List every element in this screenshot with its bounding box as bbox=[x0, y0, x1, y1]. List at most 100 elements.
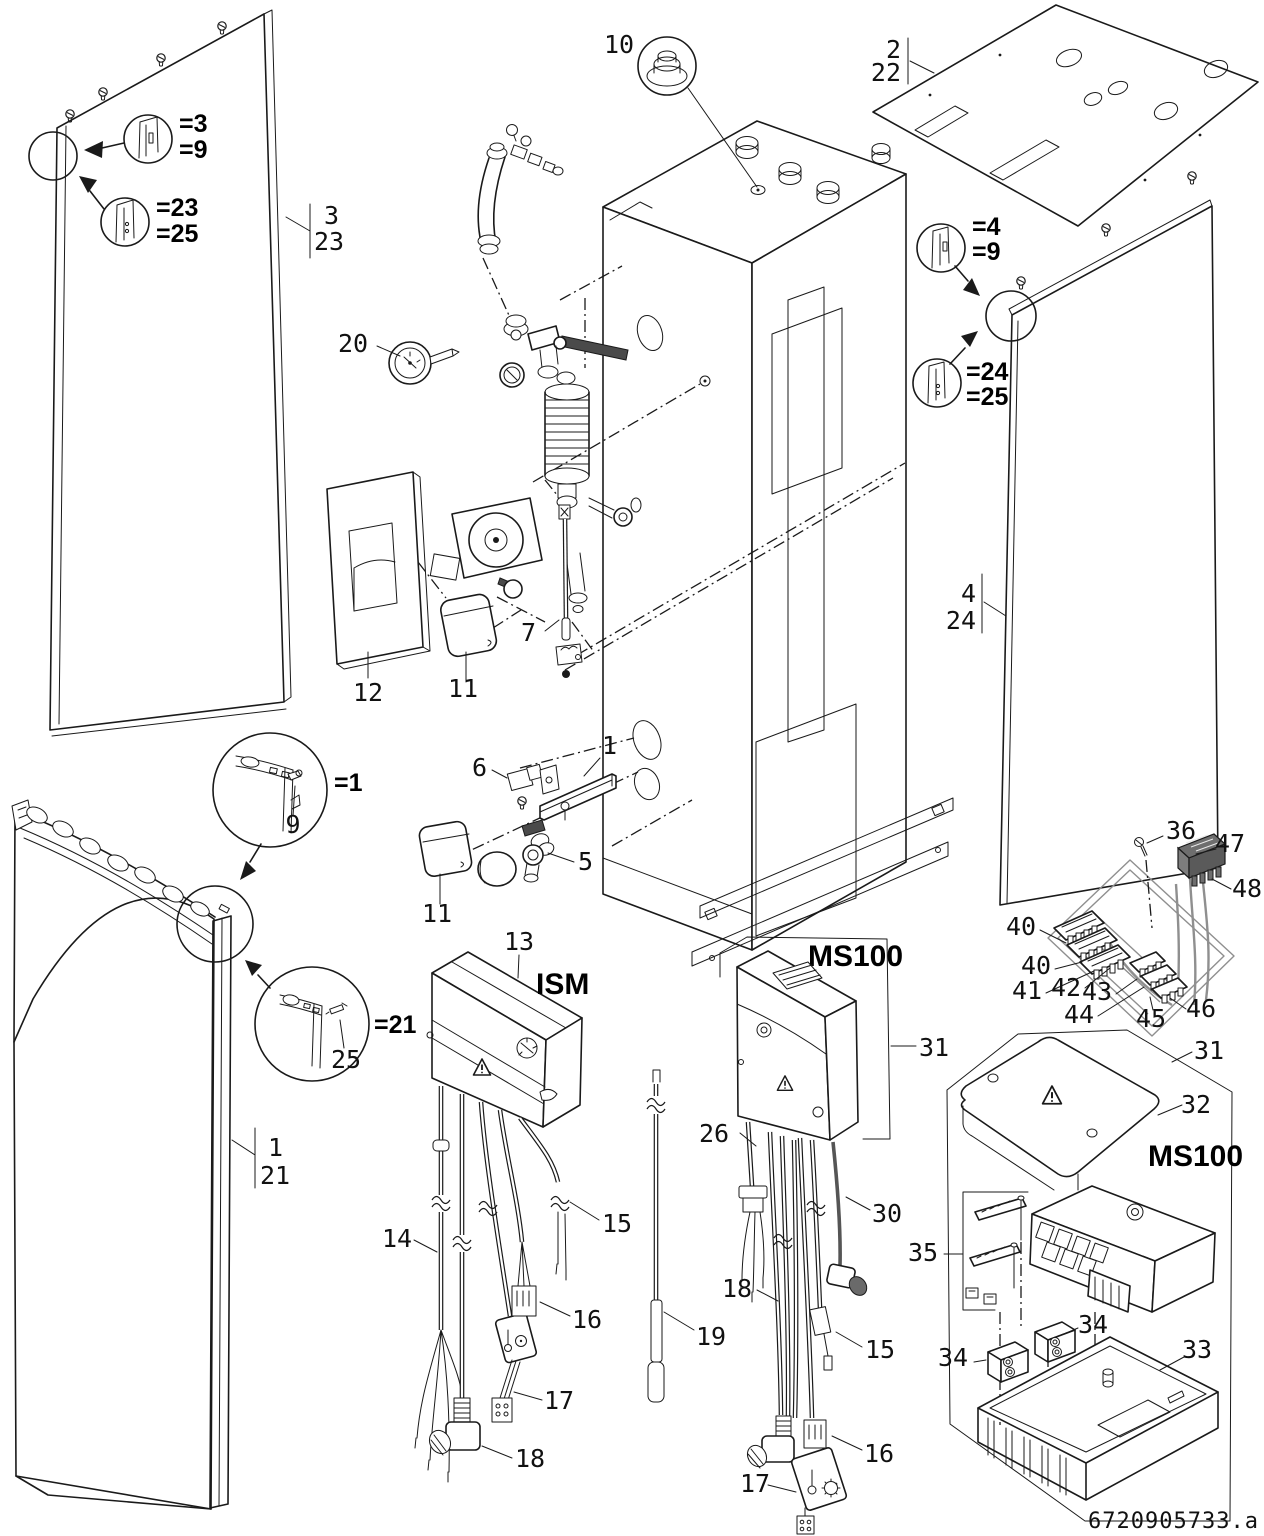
corner-detail-circle bbox=[28, 131, 78, 181]
part-label-10: 10 bbox=[604, 30, 634, 59]
part-label-17-ism: 17 bbox=[544, 1386, 574, 1415]
callout-label-eq3: =3 bbox=[179, 110, 208, 138]
part-label-21: 21 bbox=[260, 1161, 290, 1190]
ism-module: 13 ISM bbox=[426, 927, 589, 1128]
thermometer-gauge: 20 bbox=[338, 329, 460, 385]
part-label-18-ms100: 18 bbox=[722, 1274, 752, 1303]
part-label-34-lower: 34 bbox=[938, 1343, 968, 1372]
callout-front-corner-a: 9 =1 bbox=[212, 732, 363, 880]
main-unit-body bbox=[602, 120, 954, 967]
cable-tag bbox=[790, 1447, 848, 1511]
ms100-upper-assembly: MS100 31 bbox=[719, 936, 949, 1141]
part-label-32: 32 bbox=[1181, 1090, 1211, 1119]
part-label-23: 23 bbox=[314, 227, 344, 256]
part-label-3: 3 bbox=[324, 201, 339, 230]
right-side-panel bbox=[985, 171, 1219, 906]
ms100-lower-assembly: 31 32 MS100 35 bbox=[908, 1029, 1243, 1522]
arrow-icon bbox=[961, 331, 978, 347]
flow-switch-6: 6 bbox=[472, 753, 560, 810]
callout-label-eq9: =9 bbox=[179, 136, 208, 164]
part-label-40a: 40 bbox=[1006, 912, 1036, 941]
immersion-probe-19: 19 bbox=[646, 1069, 726, 1403]
bracket-outline-31 bbox=[946, 1029, 1233, 1522]
part-label-18-ism: 18 bbox=[515, 1444, 545, 1473]
left-side-panel bbox=[28, 9, 292, 737]
bracket-outline bbox=[719, 936, 891, 1140]
part-label-26: 26 bbox=[699, 1119, 729, 1148]
part-label-1: 1 bbox=[268, 1133, 283, 1162]
arrow-icon bbox=[240, 861, 256, 880]
callout-left-corner-a: =3 =9 bbox=[84, 110, 208, 164]
part-label-16-ms100: 16 bbox=[864, 1439, 894, 1468]
part-label-7: 7 bbox=[521, 618, 536, 647]
part-label-36: 36 bbox=[1166, 816, 1196, 845]
callout-label-eq25: =25 bbox=[156, 220, 199, 248]
arrow-icon bbox=[245, 960, 262, 976]
top-cover-panel bbox=[872, 4, 1259, 227]
pump-valve-group bbox=[429, 314, 642, 613]
callout-label-eq1: =1 bbox=[334, 769, 363, 797]
part-label-48: 48 bbox=[1232, 874, 1262, 903]
part-label-15-ism: 15 bbox=[602, 1209, 632, 1238]
temperature-sensor-7: 7 bbox=[521, 504, 583, 678]
arrow-icon bbox=[84, 141, 103, 158]
part-label-46: 46 bbox=[1186, 994, 1216, 1023]
part-label-11-lower: 11 bbox=[422, 899, 452, 928]
callout-left-corner-b: =23 =25 bbox=[79, 176, 199, 248]
part-label-9: 9 bbox=[285, 810, 300, 839]
part-label-42: 42 bbox=[1051, 973, 1081, 1002]
part-label-11-upper: 11 bbox=[448, 674, 478, 703]
part-label-41: 41 bbox=[1012, 976, 1042, 1005]
part-label-35: 35 bbox=[908, 1238, 938, 1267]
part-label-15-ms100: 15 bbox=[865, 1335, 895, 1364]
doc-number: 6720905733.a bbox=[1088, 1509, 1259, 1534]
corner-detail-circle bbox=[176, 885, 254, 963]
callout-front-corner-b: 25 =21 bbox=[245, 960, 417, 1082]
mounting-rail-1: 1 bbox=[539, 731, 617, 821]
callout-label-eq24: =24 bbox=[966, 358, 1009, 386]
actuator-motor-lower: 11 bbox=[418, 820, 473, 928]
part-label-40b: 40 bbox=[1021, 951, 1051, 980]
callout-right-corner-b: =24 =25 bbox=[912, 331, 1009, 411]
corner-detail-circle bbox=[985, 290, 1037, 342]
front-curved-panel bbox=[11, 799, 254, 1510]
part-label-24: 24 bbox=[946, 606, 976, 635]
arrow-icon bbox=[79, 176, 97, 193]
base-rails bbox=[691, 797, 954, 967]
part-label-20: 20 bbox=[338, 329, 368, 358]
module-label-ms100-lower: MS100 bbox=[1148, 1140, 1243, 1173]
ref-top-cover: 2 22 bbox=[871, 35, 935, 87]
ref-left-side-panel: 3 23 bbox=[285, 201, 344, 259]
part-label-5: 5 bbox=[578, 847, 593, 876]
round-knob bbox=[477, 851, 517, 887]
part-label-16-ism: 16 bbox=[572, 1305, 602, 1334]
ref-right-side-panel: 4 24 bbox=[946, 573, 1007, 635]
terminal-block-47-48 bbox=[1176, 833, 1227, 887]
part-label-19: 19 bbox=[696, 1322, 726, 1351]
ms100-module-body bbox=[1029, 1185, 1216, 1313]
part-label-43: 43 bbox=[1082, 977, 1112, 1006]
part-label-6: 6 bbox=[472, 753, 487, 782]
part-label-47: 47 bbox=[1215, 829, 1245, 858]
terminal-blocks-cluster bbox=[1129, 951, 1188, 1004]
part-label-1-rail: 1 bbox=[602, 731, 617, 760]
pipe-stubs bbox=[735, 136, 891, 204]
part-label-4: 4 bbox=[961, 579, 976, 608]
module-label-ism: ISM bbox=[536, 968, 589, 1001]
part-label-12: 12 bbox=[353, 678, 383, 707]
part-label-25: 25 bbox=[331, 1045, 361, 1074]
connector-block-34-upper: 34 bbox=[1034, 1310, 1108, 1363]
fixing-set-35: 35 bbox=[908, 1191, 1096, 1425]
ms100-cover-32: 32 bbox=[960, 1036, 1211, 1191]
ism-cables: 14 18 17 16 15 bbox=[382, 1086, 632, 1483]
callout-label-eq23: =23 bbox=[156, 194, 198, 222]
part-label-34-upper: 34 bbox=[1078, 1310, 1108, 1339]
terminal-carrier-assembly: 36 47 48 40 40 41 bbox=[1006, 816, 1262, 1037]
callout-label-eq9b: =9 bbox=[972, 238, 1001, 266]
callout-label-eq25b: =25 bbox=[966, 383, 1009, 411]
pin-part-25 bbox=[329, 1004, 345, 1015]
cover-plate: 12 bbox=[326, 471, 431, 707]
clip-part-9 bbox=[287, 770, 302, 781]
drain-valve-5: 5 bbox=[521, 819, 593, 883]
